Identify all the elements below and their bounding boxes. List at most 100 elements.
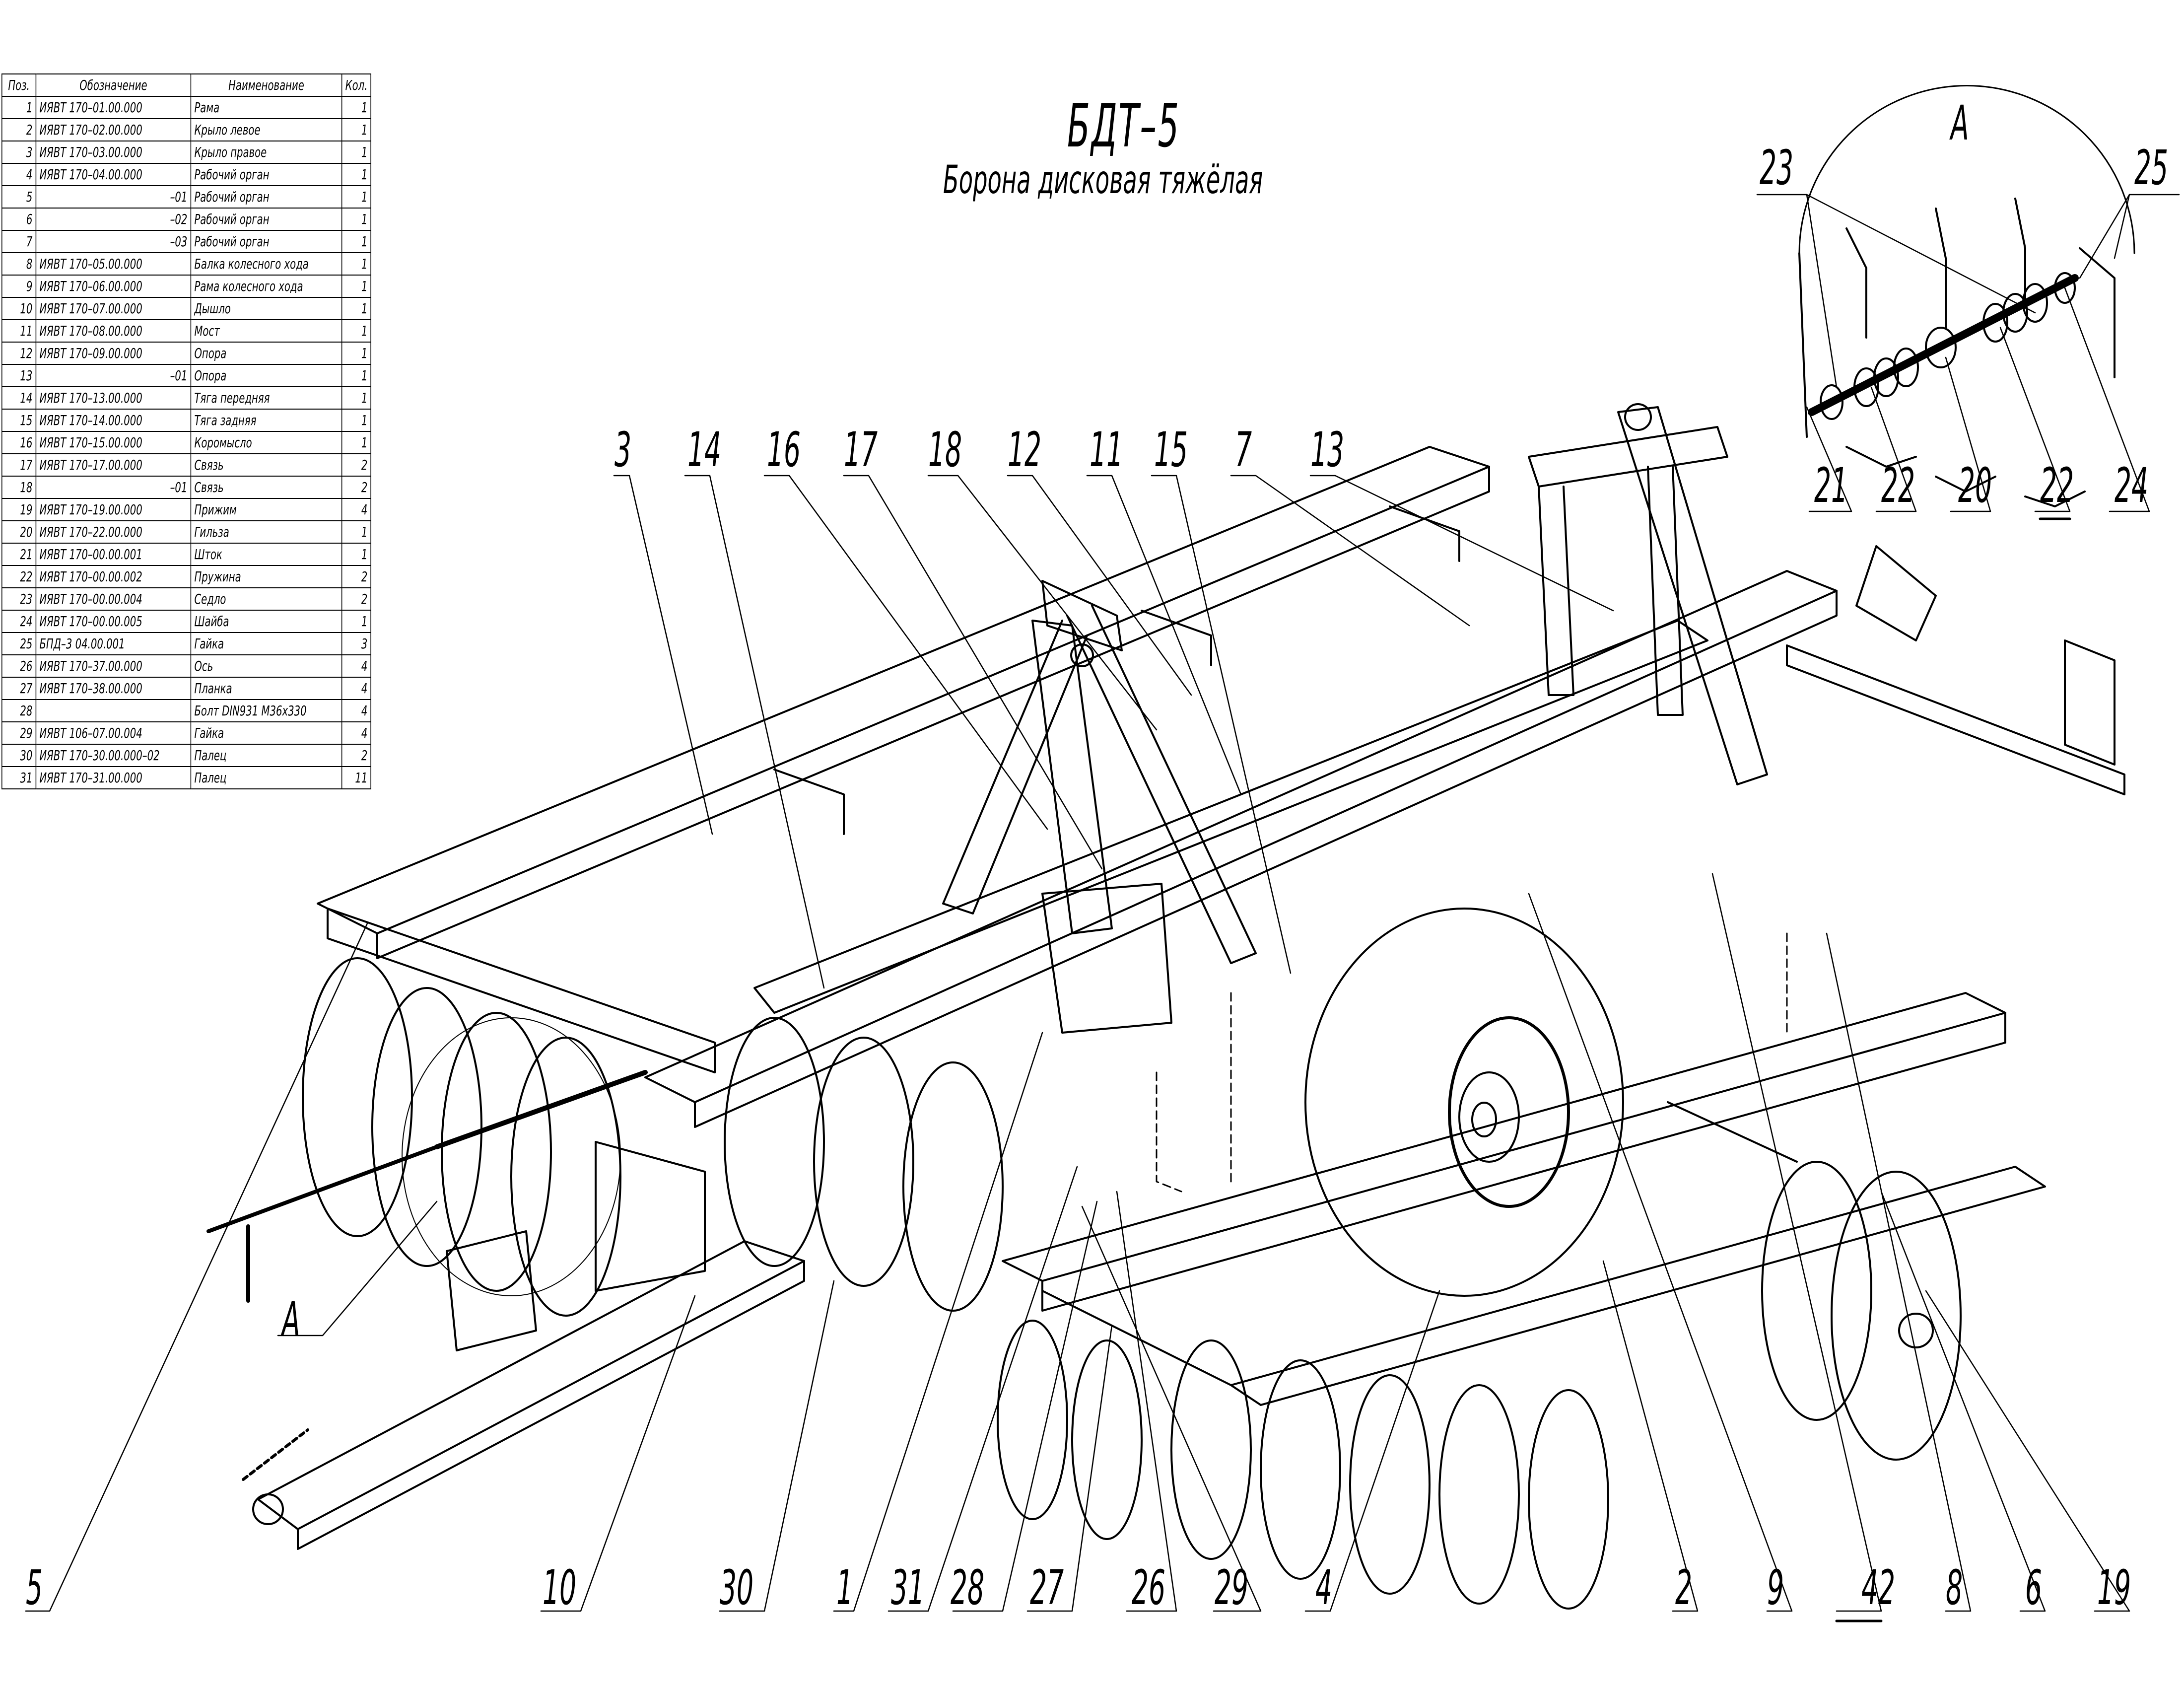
callout-label: 17 [844,422,878,478]
view-marker-label: A [282,1292,300,1347]
cell-name: Гайка [190,721,342,745]
cell-name: Шайба [190,610,342,633]
cell-name: Тяга передняя [190,386,342,410]
callout-label: 30 [720,1560,754,1616]
cell-name: Шток [190,543,342,566]
cell-name: Палец [190,744,342,767]
cell-qty: 1 [341,520,372,544]
cell-name: Рабочий орган [190,163,342,186]
callout-label: 26 [1132,1560,1166,1616]
header-name: Наименование [190,73,342,97]
callout-label: 13 [1310,422,1345,478]
cell-pos: 10 [1,297,37,320]
callout-label: 12 [1008,422,1042,478]
cell-pos: 23 [1,587,37,611]
cell-qty: 1 [341,230,372,253]
detail-callout-label: 25 [2134,140,2169,196]
drawing-subtitle: Борона дисковая тяжёлая [943,158,1263,203]
cell-qty: 2 [341,587,372,611]
rear-extension [1786,545,2125,795]
cell-qty: 3 [341,632,372,655]
cell-designation: ИЯВТ 170–05.00.000 [35,252,192,276]
disc-gang-front-right [997,1320,1609,1610]
cell-designation: ИЯВТ 170–14.00.000 [35,409,192,432]
drawing-title: БДТ–5 [1067,92,1180,161]
cell-designation: ИЯВТ 170–30.00.000–02 [35,744,192,767]
callout-label: 14 [687,422,722,478]
disc-gang-front-left [206,908,1004,1317]
cell-name: Рабочий орган [190,208,342,231]
cell-pos: 24 [1,610,37,633]
cell-pos: 2 [1,118,37,141]
cell-name: Крыло правое [190,141,342,164]
cell-qty: 2 [341,744,372,767]
cell-designation: ИЯВТ 170–06.00.000 [35,275,192,298]
callout-label: 28 [951,1560,985,1616]
cell-name: Связь [190,453,342,477]
cell-qty: 1 [341,409,372,432]
cell-pos: 5 [1,185,37,209]
detail-view-label: A [1951,95,1969,151]
cell-name: Балка колесного хода [190,252,342,276]
cell-pos: 4 [1,163,37,186]
cell-pos: 27 [1,677,37,700]
cell-pos: 8 [1,252,37,276]
callout-label: 1 [836,1560,854,1616]
cell-name: Планка [190,677,342,700]
cell-designation: –02 [35,208,192,231]
detail-callout-label: 22 [2040,458,2074,513]
cell-qty: 2 [341,565,372,588]
cell-pos: 31 [1,766,37,789]
cell-pos: 26 [1,654,37,678]
cell-name: Связь [190,476,342,499]
cell-name: Гильза [190,520,342,544]
callout-label: 9 [1767,1560,1784,1616]
cell-qty: 1 [341,252,372,276]
cell-pos: 6 [1,208,37,231]
cell-qty: 1 [341,297,372,320]
cell-pos: 18 [1,476,37,499]
cell-qty: 2 [341,453,372,477]
header-pos: Поз. [1,73,37,97]
cell-name: Рама [190,96,342,119]
cell-designation: ИЯВТ 170–22.00.000 [35,520,192,544]
cell-designation [35,699,192,722]
cell-designation: ИЯВТ 170–19.00.000 [35,498,192,521]
cell-pos: 29 [1,721,37,745]
cell-designation: ИЯВТ 170–00.00.005 [35,610,192,633]
cell-name: Мост [190,319,342,343]
cell-qty: 1 [341,141,372,164]
detail-callout-label: 20 [1958,458,1992,513]
wing-frame-left [1002,992,2046,1406]
cell-designation: ИЯВТ 170–00.00.002 [35,565,192,588]
cell-designation: ИЯВТ 170–07.00.000 [35,297,192,320]
frame-1 [317,446,1838,1128]
leaders-top [613,475,1614,989]
cell-name: Седло [190,587,342,611]
cell-name: Коромысло [190,431,342,454]
cross-beams [773,505,1460,835]
callout-label: 11 [1090,422,1124,478]
callout-label: 31 [891,1560,925,1616]
cell-pos: 28 [1,699,37,722]
cell-qty: 1 [341,610,372,633]
cell-name: Крыло левое [190,118,342,141]
